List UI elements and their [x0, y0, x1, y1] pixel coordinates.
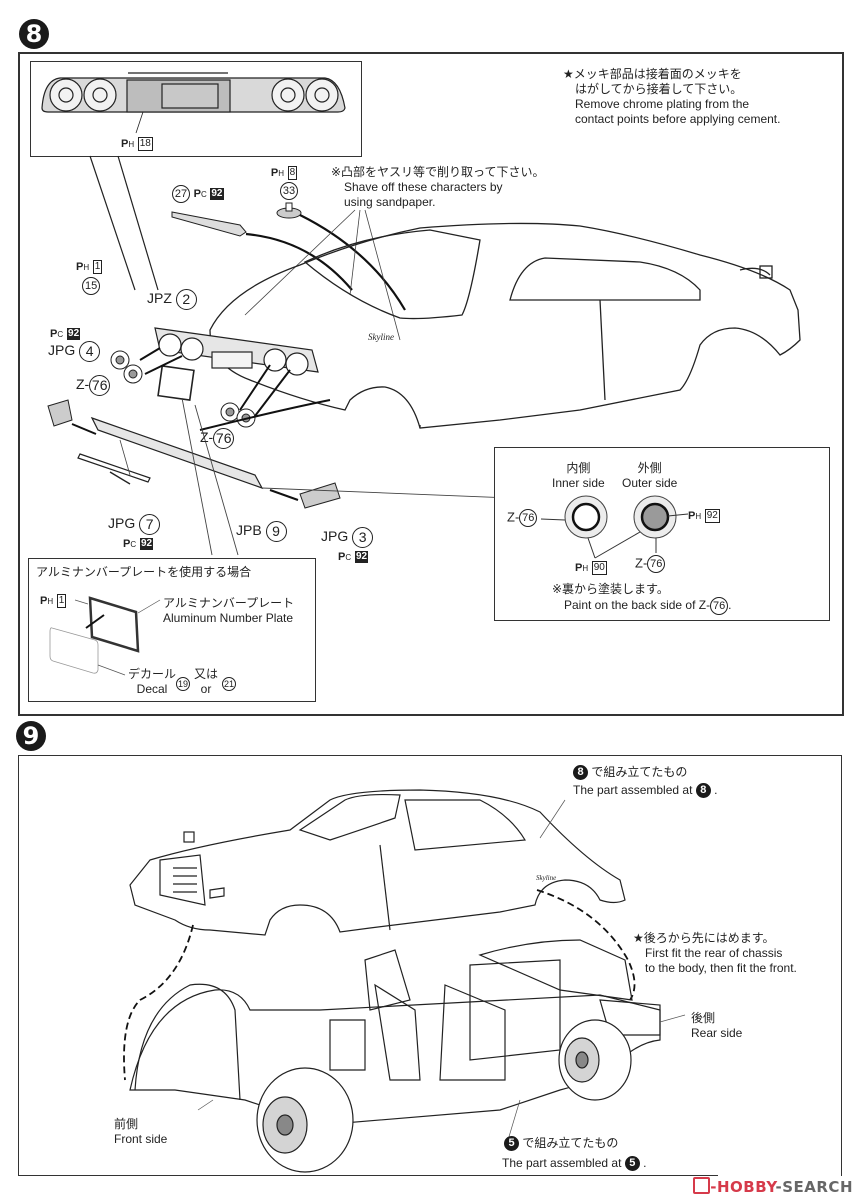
lens-z76-left: [110, 350, 143, 384]
hobby-search-watermark: -HOBBY-SEARCH: [693, 1177, 853, 1196]
aluminum-plate-paint: PH 1: [40, 593, 67, 608]
lens-paint-note-jp: ※裏から塗装します。: [552, 582, 669, 596]
number-plate-part: [157, 365, 195, 401]
assembled-at-8-note: 8 で組み立てたもの The part assembled at 8 .: [573, 765, 718, 799]
lens-paint-note-en: Paint on the back side of Z-76.: [552, 597, 731, 615]
car-body-rear-view: [209, 222, 801, 429]
part-jpg3-label: JPG 3 PC 92: [321, 527, 374, 564]
watermark-search: -SEARCH: [775, 1178, 853, 1196]
assembled-at-5-note: 5 で組み立てたもの The part assembled at 5 .: [502, 1136, 647, 1172]
part-jpb9-label: JPB 9: [236, 521, 287, 542]
fit-note-en-1: First fit the rear of chassis: [645, 946, 783, 960]
fit-note-en-2: to the body, then fit the front.: [645, 961, 797, 975]
bottom-rule: [18, 1175, 718, 1176]
lens-bottom-paint-label: PH 90: [575, 560, 607, 575]
chrome-note-jp-1: ★メッキ部品は接着面のメッキを: [563, 67, 742, 81]
fit-note-jp: ★後ろから先にはめます。: [633, 931, 775, 945]
lens-left-part-label: Z-76: [507, 509, 538, 527]
lens-paint-note: ※裏から塗装します。 Paint on the back side of Z-7…: [552, 582, 731, 615]
part-jpz2-label: JPZ 2: [147, 289, 197, 310]
lens-outer-heading: 外側 Outer side: [622, 461, 678, 490]
part-jpg7-label: JPG 7 PC 92: [108, 514, 161, 551]
taillight-panel-drawing: [41, 72, 346, 134]
decal-number-19: 19: [176, 676, 190, 691]
paint-label-h18: PH 18: [121, 136, 153, 151]
chrome-note-jp-2: はがしてから接着して下さい。: [575, 82, 743, 96]
aluminum-plate-title: アルミナンバープレートを使用する場合: [36, 565, 252, 579]
shave-note-jp: ※凸部をヤスリ等で削り取って下さい。: [331, 165, 545, 179]
step-8-number: 8: [19, 19, 49, 49]
skyline-badge: Skyline: [368, 332, 394, 342]
part-z76-left-label: Z-76: [76, 375, 111, 396]
side-marker-jpg3: [299, 482, 341, 509]
part-15-label: PH 1 15: [76, 258, 103, 295]
shave-note-en-2: using sandpaper.: [344, 195, 436, 209]
lens-bottom-part-label: Z-76: [635, 555, 666, 573]
part-27-label: 27 PC 92: [172, 185, 224, 203]
part-33-label: PH 8 33: [270, 164, 298, 200]
side-marker-jpg4: [47, 399, 73, 427]
wiper-part-27: [171, 211, 247, 237]
rear-side-label: 後側 Rear side: [691, 1011, 743, 1040]
step-9-number: 9: [16, 721, 46, 751]
chrome-note: ★メッキ部品は接着面のメッキを はがしてから接着して下さい。 Remove ch…: [563, 67, 780, 127]
rear-bumper-jpb9: [77, 416, 264, 490]
part-jpg4-label: PC 92 JPG 4: [48, 325, 101, 362]
decal-label: デカール Decal: [128, 667, 177, 696]
aluminum-plate-label: アルミナンバープレート Aluminum Number Plate: [163, 596, 295, 625]
chrome-note-en-2: contact points before applying cement.: [575, 112, 781, 126]
watermark-hobby: -HOBBY: [710, 1178, 776, 1196]
part-z76-mid-label: Z-76: [200, 428, 235, 449]
lens-inner-heading: 内側 Inner side: [552, 461, 605, 490]
shave-note-en-1: Shave off these characters by: [344, 180, 503, 194]
watermark-logo-icon: [693, 1177, 711, 1194]
lens-right-paint-label: PH 92: [688, 508, 720, 523]
chrome-note-en-1: Remove chrome plating from the: [575, 97, 750, 111]
fit-order-note: ★後ろから先にはめます。 First fit the rear of chass…: [633, 931, 797, 976]
shave-note: ※凸部をヤスリ等で削り取って下さい。 Shave off these chara…: [331, 165, 544, 210]
decal-number-21: 21: [222, 676, 236, 691]
decal-or-label: 又は or: [194, 667, 219, 696]
front-side-label: 前側 Front side: [114, 1117, 168, 1146]
